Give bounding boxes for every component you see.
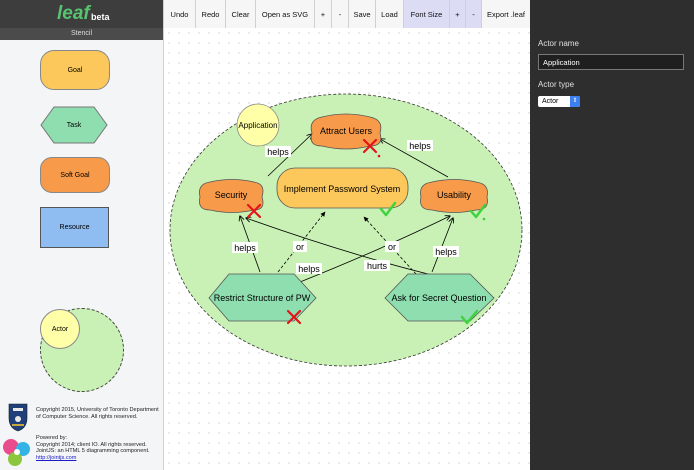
stencil-panel: leaf beta Stencil Goal Task Soft Goal Re… <box>0 0 164 470</box>
open-as-svg-button[interactable]: Open as SVG <box>256 0 315 28</box>
stencil-header: Stencil <box>0 28 163 40</box>
diagram-svg: helps helps helps or helps hurts or hel <box>169 93 523 367</box>
powered-by-text: Powered by: Copyright 2014; client IO. A… <box>36 435 163 462</box>
link-ask-security[interactable] <box>246 218 437 277</box>
task-ask-secret-question-label: Ask for Secret Question <box>391 293 486 303</box>
save-button[interactable]: Save <box>349 0 376 28</box>
stencil-soft-goal[interactable]: Soft Goal <box>40 157 110 193</box>
svg-text:hurts: hurts <box>367 261 388 271</box>
denied-cross-icon <box>286 309 302 325</box>
svg-text:helps: helps <box>435 247 457 257</box>
undo-button[interactable]: Undo <box>164 0 196 28</box>
link-label-or-ask-implement: or <box>385 241 399 252</box>
link-label-helps-ask-usability: helps <box>433 246 459 257</box>
powered-by-label: Powered by: <box>36 435 68 441</box>
softgoal-attract-users-label: Attract Users <box>320 126 373 136</box>
satisfied-check-icon <box>469 203 487 219</box>
load-button[interactable]: Load <box>376 0 404 28</box>
jointjs-logo-icon <box>3 439 30 466</box>
toolbar: Undo Redo Clear Open as SVG + - Save Loa… <box>164 0 530 29</box>
link-label-helps-ask-security: helps <box>296 263 322 274</box>
university-crest-icon <box>8 403 28 432</box>
actor-type-label: Actor type <box>538 80 575 89</box>
font-size-decrease-button[interactable]: - <box>466 0 482 28</box>
stencil-soft-goal-label: Soft Goal <box>60 171 90 179</box>
softgoal-usability-label: Usability <box>437 190 472 200</box>
beta-badge: beta <box>91 12 110 22</box>
link-label-helps-security-attract: helps <box>265 146 291 157</box>
task-restrict-structure-label: Restrict Structure of PW <box>214 293 311 303</box>
svg-text:or: or <box>388 242 396 252</box>
actor-name-label: Actor name <box>538 39 579 48</box>
goal-implement-password-label: Implement Password System <box>284 184 401 194</box>
actor-application[interactable]: Application <box>236 103 280 147</box>
font-size-button[interactable]: Font Size <box>404 0 450 28</box>
satisfied-check-icon <box>460 309 479 325</box>
stencil-resource-label: Resource <box>59 224 90 231</box>
task-hexagon-shape <box>40 106 108 144</box>
svg-text:or: or <box>296 242 304 252</box>
svg-text:helps: helps <box>409 141 431 151</box>
export-leaf-button[interactable]: Export .leaf <box>487 9 525 19</box>
svg-text:helps: helps <box>234 243 256 253</box>
softgoal-attract-users[interactable]: Attract Users <box>310 113 382 150</box>
link-restrict-implement[interactable] <box>277 211 326 273</box>
softgoal-security[interactable]: Security <box>199 179 264 213</box>
leaf-logo: leaf <box>57 3 90 24</box>
actor-name-input[interactable] <box>538 54 684 70</box>
link-ask-implement[interactable] <box>363 216 417 275</box>
stencil-actor-label: Actor <box>51 325 69 333</box>
denied-cross-icon <box>246 203 262 219</box>
diagram-canvas[interactable]: helps helps helps or helps hurts or hel <box>164 28 530 470</box>
copyright-text: Copyright 2015, University of Toronto De… <box>36 407 159 420</box>
stencil-goal-label: Goal <box>67 66 83 74</box>
font-size-increase-button[interactable]: + <box>450 0 466 28</box>
stencil-actor-boundary[interactable] <box>40 308 124 392</box>
logo-bar: leaf beta <box>0 0 163 28</box>
softgoal-security-label: Security <box>215 190 248 200</box>
link-ask-usability[interactable] <box>431 218 453 273</box>
zoom-out-button[interactable]: - <box>332 0 349 28</box>
stencil-actor[interactable]: Actor <box>40 309 80 349</box>
goal-implement-password[interactable]: Implement Password System <box>276 167 409 209</box>
chevron-updown-icon: ⇕ <box>570 96 580 107</box>
link-label-helps-restrict-security: helps <box>232 242 258 253</box>
link-label-hurts-restrict-usability: hurts <box>364 260 390 271</box>
actor-type-value: Actor <box>542 98 559 105</box>
stencil-task-label: Task <box>66 121 82 129</box>
denied-cross-icon <box>362 138 381 158</box>
jointjs-copyright: Copyright 2014; client IO. All rights re… <box>36 441 150 455</box>
stencil-task[interactable]: Task <box>40 106 108 144</box>
task-restrict-structure[interactable]: Restrict Structure of PW <box>208 273 317 322</box>
link-label-or-restrict-implement: or <box>293 241 307 252</box>
satisfied-dot-icon <box>482 217 486 221</box>
clear-button[interactable]: Clear <box>226 0 256 28</box>
inspector-panel: Actor name Actor type Actor ⇕ <box>530 0 694 470</box>
link-usability-attract[interactable] <box>380 139 449 178</box>
softgoal-usability[interactable]: Usability <box>420 179 488 213</box>
satisfied-check-icon <box>379 201 397 217</box>
stencil-goal[interactable]: Goal <box>40 50 110 90</box>
actor-type-select[interactable]: Actor ⇕ <box>538 96 580 107</box>
redo-button[interactable]: Redo <box>196 0 226 28</box>
svg-text:helps: helps <box>267 147 289 157</box>
jointjs-link[interactable]: http://jointjs.com <box>36 455 77 462</box>
stencil-resource[interactable]: Resource <box>40 207 109 248</box>
zoom-in-button[interactable]: + <box>315 0 332 28</box>
actor-application-label: Application <box>238 121 277 130</box>
link-restrict-usability[interactable] <box>299 216 450 283</box>
link-label-helps-usability-attract: helps <box>407 140 433 151</box>
svg-text:helps: helps <box>298 264 320 274</box>
